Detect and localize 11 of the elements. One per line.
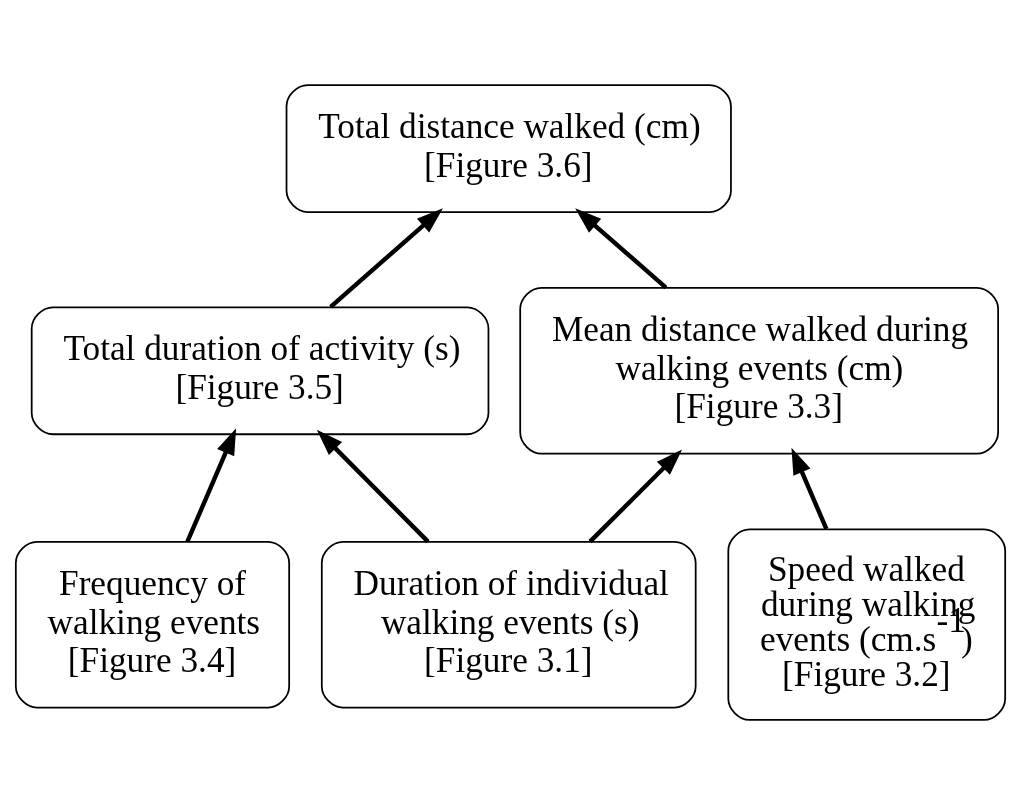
node-box: Total duration of activity (s) [Figure 3.5]	[30, 305, 490, 435]
arrow	[316, 429, 430, 543]
node-box: Duration of individual walking events (s) [Figure 3.1]	[320, 540, 697, 708]
node-box: Mean distance walked during walking events (cm) [Figure 3.3]	[519, 286, 999, 454]
arrow	[791, 447, 829, 530]
arrow	[185, 427, 237, 542]
arrow	[588, 449, 683, 543]
arrow	[329, 207, 443, 309]
arrow	[575, 207, 668, 289]
node-box: Frequency of walking events [Figure 3.4]	[14, 540, 291, 708]
node-box: Total distance walked (cm) [Figure 3.6]	[285, 83, 732, 213]
